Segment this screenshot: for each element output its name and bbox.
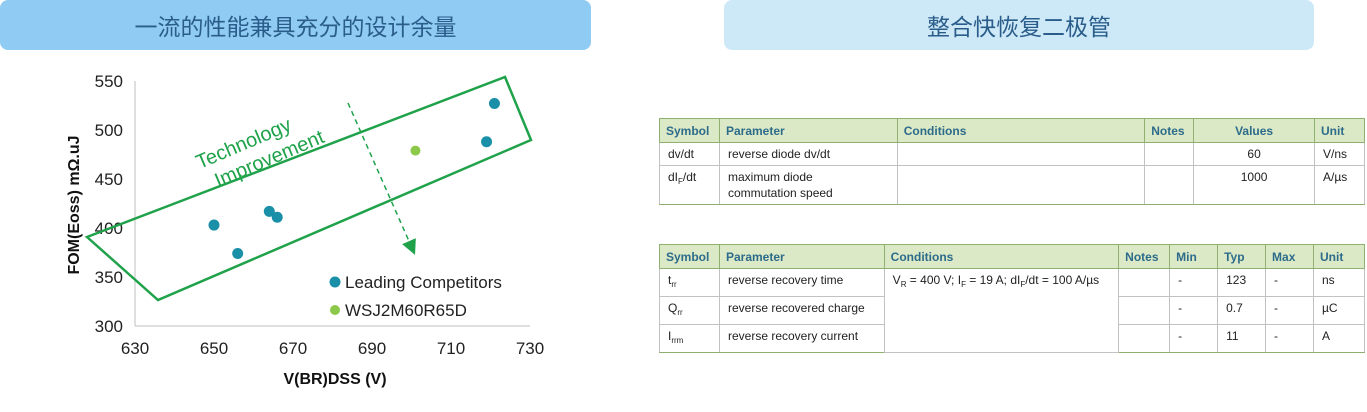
banner-right: 整合快恢复二极管 [724,0,1314,50]
competitor-data-point [488,98,500,110]
col-header-notes: Notes [1144,118,1195,143]
cell-min: - [1169,296,1219,325]
x-tick-label: 690 [358,339,386,358]
cell-notes [1118,296,1171,325]
col-header-min: Min [1169,244,1219,269]
col-header-typ: Typ [1217,244,1267,269]
table-header-row: Symbol Parameter Conditions Notes Values… [659,118,1365,143]
wsj-data-point [410,145,421,156]
table-row: Qrr reverse recovered charge - 0.7 - µC [659,296,1365,325]
y-tick-label: 550 [95,72,123,91]
cell-conditions [896,142,1146,166]
cell-parameter: reverse diode dv/dt [718,142,898,166]
cell-symbol: dIF/dt [659,165,720,205]
cell-unit: µC [1313,296,1365,325]
x-tick-label: 650 [200,339,228,358]
col-header-symbol: Symbol [659,118,720,143]
y-tick-label: 350 [95,268,123,287]
chart-legend: Leading Competitors WSJ2M60R65D [329,273,502,320]
diode-dvdt-table: Symbol Parameter Conditions Notes Values… [659,118,1365,205]
scatter-points [208,98,500,259]
competitor-data-point [232,247,244,259]
cell-max: - [1265,324,1314,353]
y-tick-label: 300 [95,317,123,336]
cell-symbol: Irrm [659,324,720,353]
col-header-unit: Unit [1314,118,1365,143]
col-header-conditions: Conditions [883,244,1120,269]
table-header-row: Symbol Parameter Conditions Notes Min Ty… [659,244,1365,269]
table-row: dv/dt reverse diode dv/dt 60 V/ns [659,142,1365,166]
cell-parameter: reverse recovery current [718,324,885,353]
y-axis-title: FOM(Eoss) mΩ.uJ [66,135,83,274]
col-header-unit: Unit [1313,244,1365,269]
banner-left: 一流的性能兼具充分的设计余量 [0,0,591,50]
banner-right-title: 整合快恢复二极管 [927,15,1111,41]
x-tick-labels: 630 650 670 690 710 730 [121,339,544,358]
cell-notes [1144,165,1195,205]
cell-max: - [1265,296,1314,325]
competitor-data-point [263,205,275,217]
improvement-band [84,75,533,302]
competitor-data-point [208,219,220,231]
banner-left-title: 一流的性能兼具充分的设计余量 [134,15,457,41]
competitor-data-point [481,136,493,148]
cell-min: - [1169,324,1219,353]
table-row: Irrm reverse recovery current - 11 - A [659,324,1365,353]
cell-max: - [1265,268,1314,297]
col-header-max: Max [1265,244,1314,269]
competitor-data-point [271,211,283,223]
cell-symbol: dv/dt [659,142,720,166]
cell-symbol: trr [659,268,720,297]
table-row: trr reverse recovery time VR = 400 V; IF… [659,268,1365,353]
cell-value: 60 [1193,142,1315,166]
cell-conditions: VR = 400 V; IF = 19 A; dIF/dt = 100 A/µs [883,268,1120,353]
cell-typ: 0.7 [1217,296,1267,325]
cell-parameter: reverse recovery time [718,268,885,297]
cell-typ: 123 [1217,268,1267,297]
cell-value: 1000 [1193,165,1315,205]
cell-unit: V/ns [1314,142,1365,166]
y-tick-label: 450 [95,170,123,189]
col-header-conditions: Conditions [896,118,1146,143]
legend-marker-competitors [329,276,341,288]
cell-unit: A/µs [1314,165,1365,205]
x-tick-label: 630 [121,339,149,358]
chart-axes [134,81,530,327]
cell-notes [1118,268,1171,297]
cell-min: - [1169,268,1219,297]
cell-conditions [896,165,1146,205]
cell-symbol: Qrr [659,296,720,325]
col-header-parameter: Parameter [718,118,898,143]
technology-improvement-annotation: Technology Improvement [84,75,533,302]
x-tick-label: 710 [437,339,465,358]
y-tick-label: 500 [95,121,123,140]
cell-parameter: reverse recovered charge [718,296,885,325]
col-header-parameter: Parameter [718,244,885,269]
cell-unit: A [1313,324,1365,353]
cell-notes [1118,324,1171,353]
col-header-notes: Notes [1118,244,1171,269]
reverse-recovery-table: Symbol Parameter Conditions Notes Min Ty… [659,244,1365,353]
col-header-symbol: Symbol [659,244,720,269]
x-axis-title: V(BR)DSS (V) [283,371,386,388]
cell-unit: ns [1313,268,1365,297]
x-tick-label: 730 [516,339,544,358]
cell-notes [1144,142,1195,166]
legend-marker-wsj [330,305,340,315]
cell-typ: 11 [1217,324,1267,353]
legend-label-competitors: Leading Competitors [345,273,502,292]
col-header-values: Values [1193,118,1315,143]
legend-label-wsj: WSJ2M60R65D [345,301,467,320]
x-tick-label: 670 [279,339,307,358]
